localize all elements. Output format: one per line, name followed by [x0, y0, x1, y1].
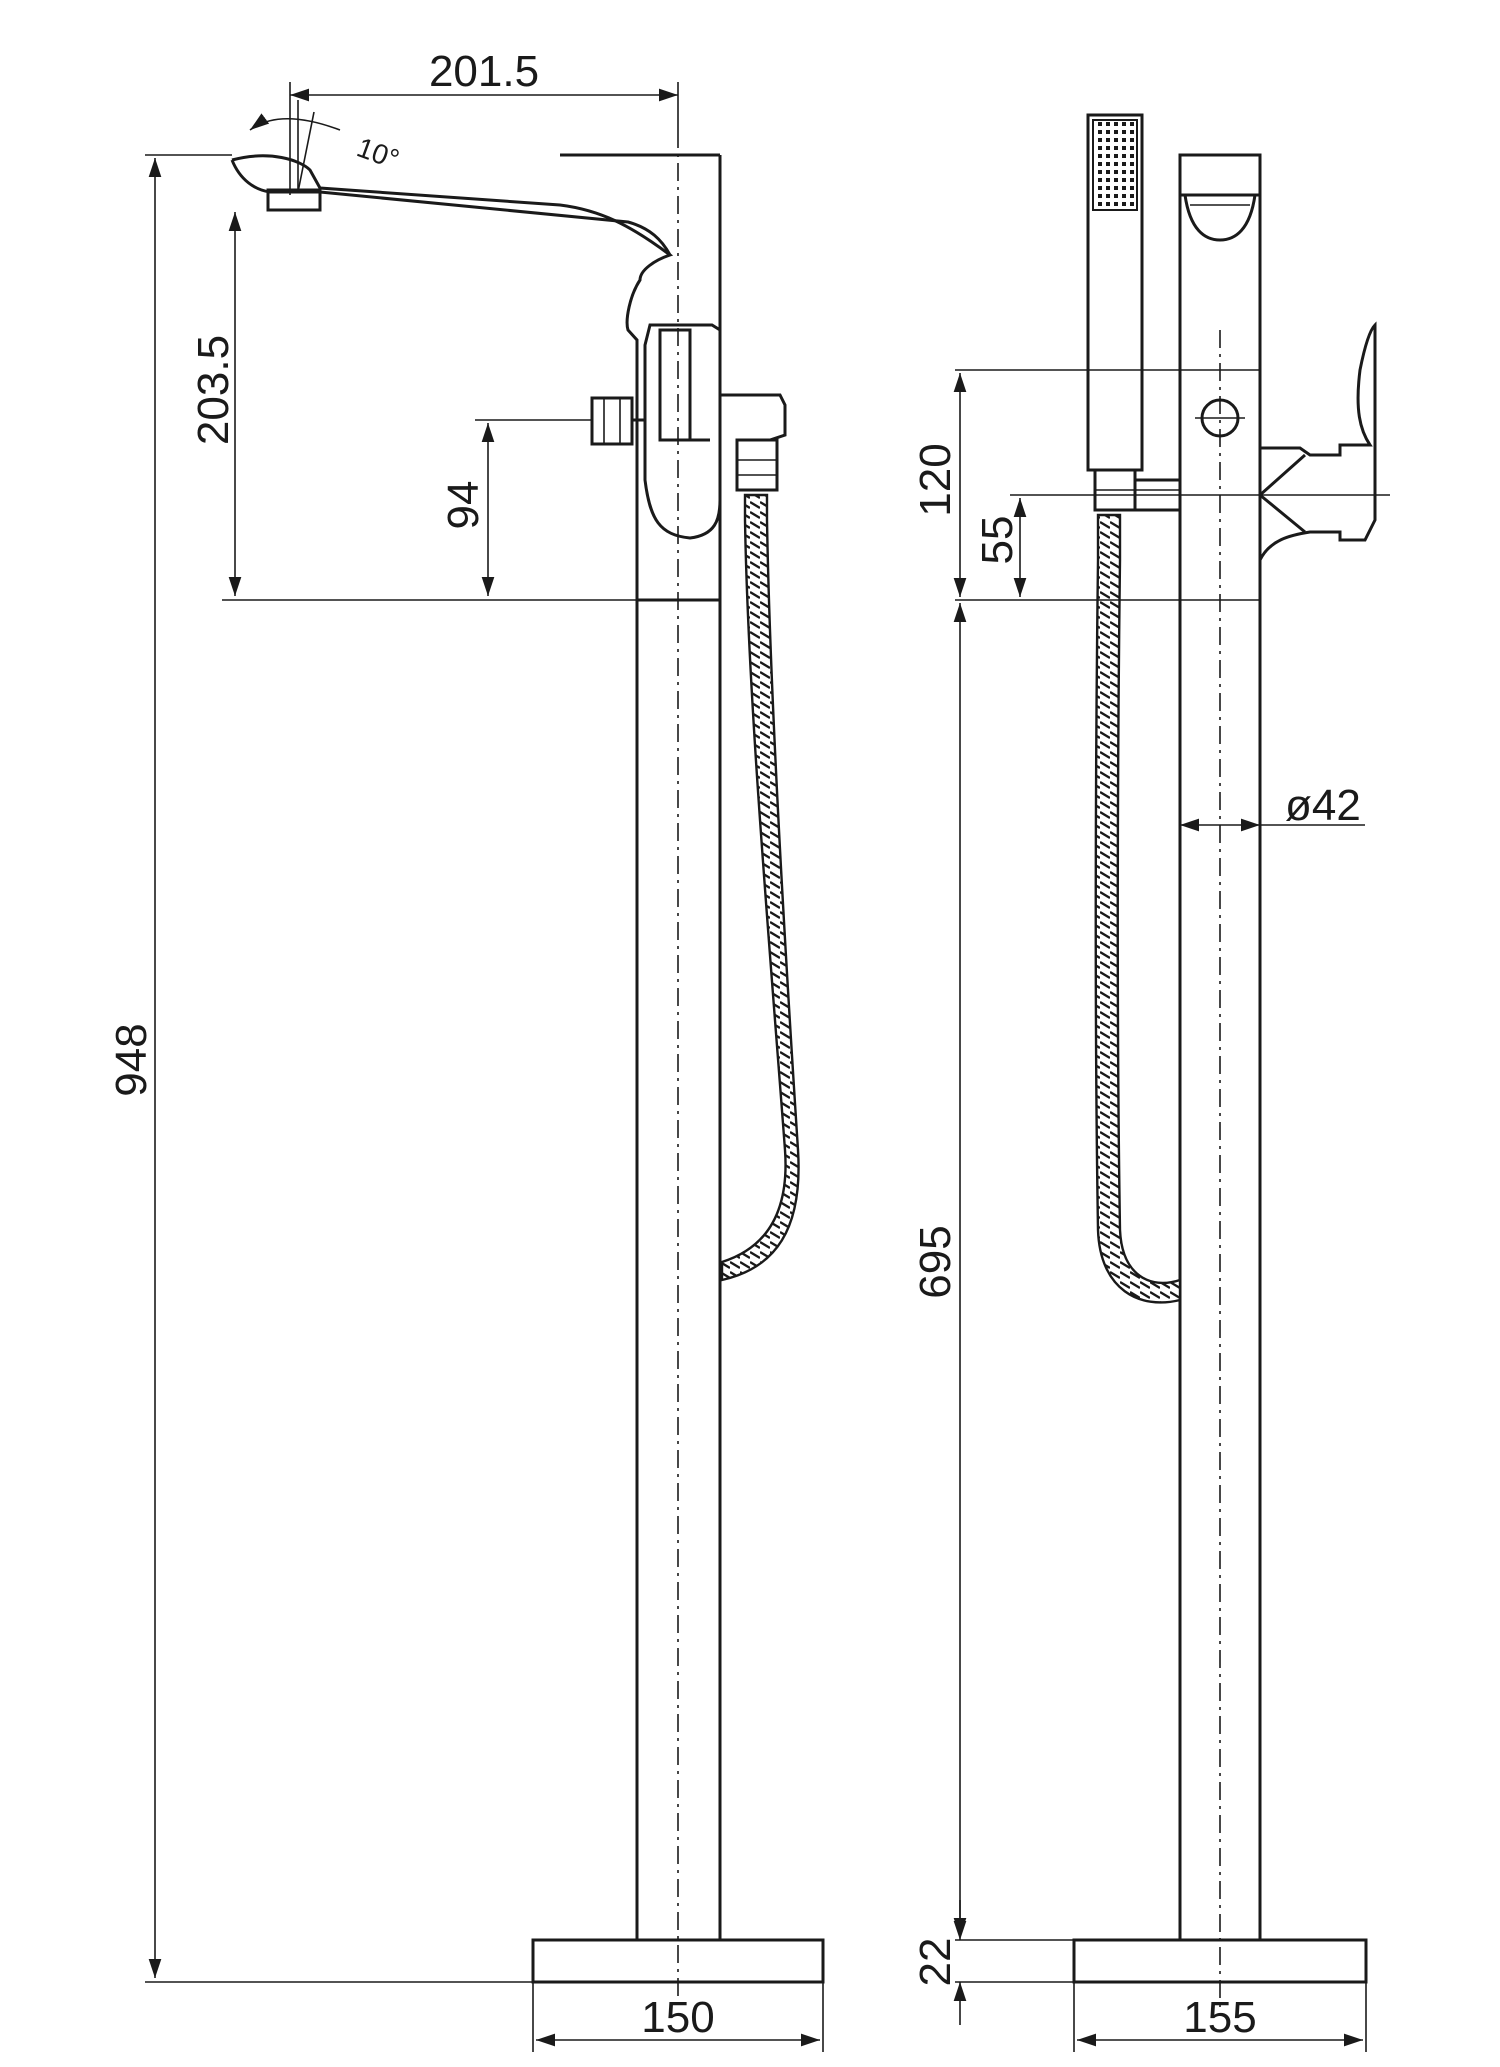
- dim-inlet-height: 94: [439, 419, 592, 596]
- base-width-side-label: 155: [1183, 1993, 1256, 2042]
- dim-overall-height: 948: [107, 154, 533, 1983]
- spout-reach-label: 201.5: [429, 47, 539, 96]
- side-mixer-handle: [1195, 321, 1377, 561]
- base-thickness-label: 22: [911, 1938, 960, 1987]
- dim-spout-reach: 201.5: [289, 47, 679, 195]
- dim-base-width-front: 150: [532, 1982, 824, 2052]
- column-diameter-label: ø42: [1285, 781, 1361, 830]
- side-hand-shower: [1086, 113, 1182, 512]
- front-view: 10° 201.5 948 203.5 94: [107, 47, 825, 2052]
- side-base: [1072, 1938, 1368, 1984]
- spout-angle-label: 10°: [353, 132, 403, 176]
- side-view: 120 55 695 22 ø42 155: [911, 113, 1390, 2052]
- dim-column-diameter: ø42: [1180, 781, 1365, 832]
- spout-angle-mark: 10°: [249, 100, 403, 193]
- dim-handshower-height: 55: [973, 498, 1027, 597]
- dim-base-width-side: 155: [1073, 1982, 1367, 2052]
- spout-height-label: 203.5: [189, 335, 238, 445]
- front-mixer-handle: [643, 323, 722, 540]
- side-hose: [1094, 513, 1182, 1304]
- overall-height-label: 948: [107, 1023, 156, 1096]
- front-spout: [230, 153, 720, 490]
- column-height-label: 695: [911, 1225, 960, 1298]
- front-inlet-connector: [590, 396, 645, 446]
- front-column: [635, 130, 722, 2010]
- dim-upper-section: 120: [911, 373, 967, 597]
- dim-spout-height: 203.5: [189, 212, 637, 601]
- side-spout: [1178, 153, 1262, 242]
- front-hose: [720, 393, 800, 1282]
- upper-section-label: 120: [911, 443, 960, 516]
- handshower-height-label: 55: [973, 516, 1022, 565]
- front-base: [531, 1938, 825, 1984]
- dim-column-height: 695: [911, 603, 967, 1937]
- base-width-front-label: 150: [641, 1993, 714, 2042]
- side-column: [1178, 155, 1262, 2010]
- inlet-height-label: 94: [439, 481, 488, 530]
- dim-base-thickness: 22: [911, 1900, 967, 2025]
